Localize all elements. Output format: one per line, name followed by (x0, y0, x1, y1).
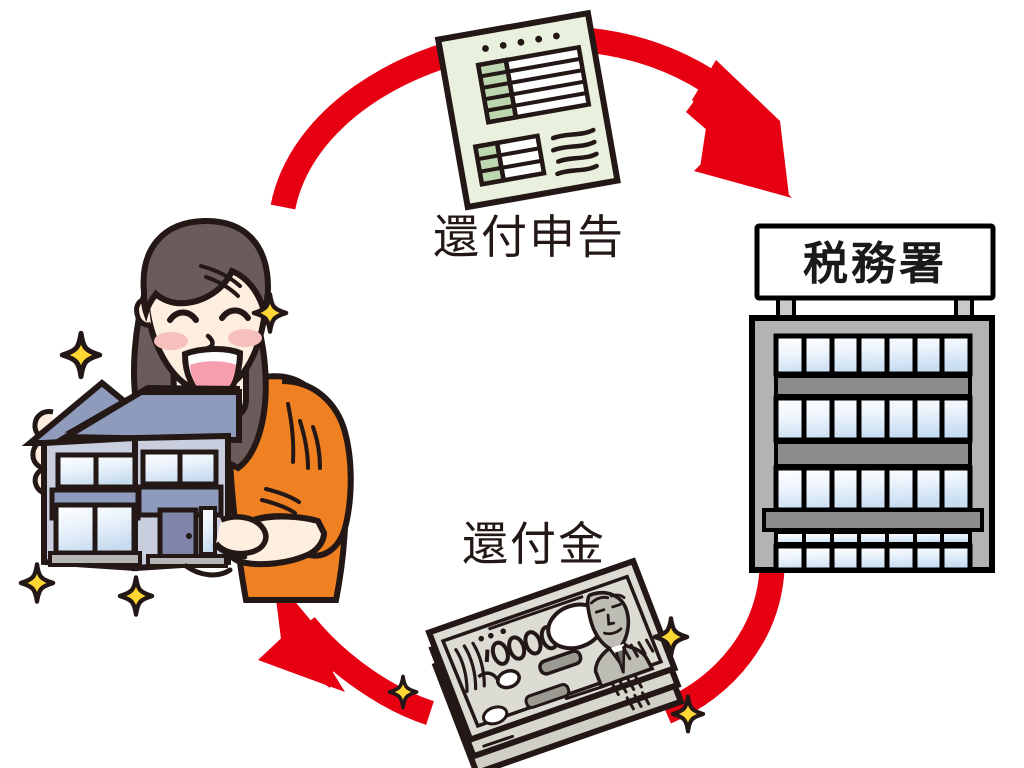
house-door-knob (186, 533, 192, 539)
tax-office-sign-label: 税務署 (802, 236, 947, 290)
form-main-table (475, 44, 592, 125)
sparkle-icon (62, 333, 99, 376)
building-band-3 (762, 508, 984, 532)
house-sidelight (199, 506, 217, 556)
label-refund-claim: 還付申告 (433, 210, 625, 264)
building-band-1 (774, 374, 972, 398)
tax-office-signboard (754, 223, 996, 301)
building-floor-2 (773, 395, 973, 443)
sparkle-icon (21, 564, 53, 601)
building-band-2 (774, 440, 972, 468)
person-right-hand-fingers (212, 514, 269, 560)
label-refund-money: 還付金 (462, 517, 606, 571)
person-blush-left (154, 332, 188, 350)
form-header-dots (482, 32, 560, 52)
building-floor-4 (774, 530, 972, 546)
person-blush-right (228, 329, 262, 347)
house-window-upper-left (55, 452, 138, 490)
arrow-to-person (258, 575, 435, 725)
building-floor-3 (773, 465, 973, 513)
house-bottom-hand-edge (183, 563, 233, 578)
form-scribble-lines (550, 127, 599, 177)
person-hair-strands (199, 264, 242, 298)
person-eyes (167, 307, 251, 323)
tax-office-building (749, 223, 996, 573)
building-floor-5 (773, 543, 973, 573)
form-lower-table (472, 133, 547, 187)
banknote-second-detail (564, 674, 643, 701)
house-window-lower-left (53, 502, 137, 556)
house-window-upper-right (140, 449, 219, 487)
banknote-third-detail (482, 691, 651, 748)
building-floor-1 (773, 333, 973, 377)
banknote-face-detail (440, 574, 664, 729)
sparkle-icon (120, 577, 152, 614)
banknote-stack (425, 557, 685, 768)
house-step-left (48, 551, 142, 567)
tax-form-document (434, 9, 621, 211)
house-model (21, 379, 269, 578)
